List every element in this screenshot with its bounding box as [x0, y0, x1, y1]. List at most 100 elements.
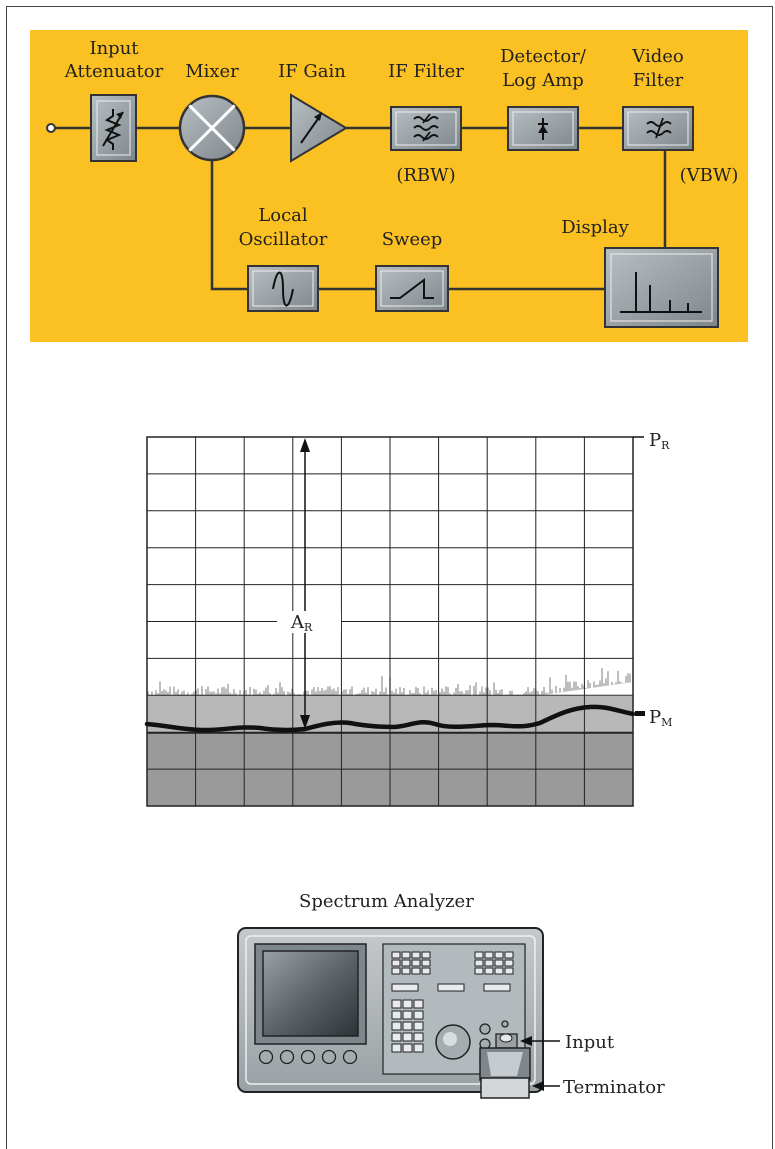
ref-level-label: PR	[649, 430, 670, 452]
range-label: AR	[290, 612, 313, 634]
keypad-key	[391, 999, 402, 1009]
front-knob	[258, 1049, 274, 1065]
keypad-key	[483, 983, 511, 992]
video-filter-label-2: Filter	[633, 70, 684, 91]
mixer-icon	[178, 94, 246, 162]
keypad-key	[494, 951, 504, 959]
terminator-label: Terminator	[563, 1077, 665, 1098]
variable-resistor-icon	[104, 109, 122, 150]
keypad-key	[504, 951, 514, 959]
video-filter-block	[622, 106, 694, 151]
local-oscillator-label-1: Local	[258, 205, 308, 226]
if-filter-block	[390, 106, 462, 151]
keypad-key	[494, 959, 504, 967]
averaged-trace	[144, 704, 636, 733]
keypad-key	[401, 967, 411, 975]
keypad-key	[413, 1043, 424, 1053]
screen-border	[146, 436, 634, 807]
keypad	[391, 951, 514, 1053]
input-attenuator-label-1: Input	[89, 38, 139, 59]
keypad-key	[494, 967, 504, 975]
keypad-key	[411, 951, 421, 959]
keypad-key	[421, 959, 431, 967]
keypad-key	[484, 967, 494, 975]
keypad-key	[391, 951, 401, 959]
keypad-key	[402, 1043, 413, 1053]
keypad-key	[474, 967, 484, 975]
keypad-key	[391, 1043, 402, 1053]
keypad-key	[504, 967, 514, 975]
keypad-key	[391, 967, 401, 975]
if-gain-label: IF Gain	[278, 61, 346, 82]
display-label: Display	[561, 217, 629, 238]
screen-diagram: AR PR PM	[144, 430, 672, 807]
terminator-pointer	[532, 1081, 560, 1091]
detector-block	[507, 106, 579, 151]
keypad-key	[401, 959, 411, 967]
input-port-icon	[46, 123, 56, 133]
keypad-key	[413, 1021, 424, 1031]
keypad-key	[484, 951, 494, 959]
keypad-key	[402, 1021, 413, 1031]
keypad-key	[484, 959, 494, 967]
front-knob	[279, 1049, 295, 1065]
analyzer-illustration: Spectrum Analyzer	[237, 891, 665, 1099]
analyzer-title: Spectrum Analyzer	[299, 891, 474, 912]
keypad-key	[391, 1032, 402, 1042]
keypad-key	[413, 999, 424, 1009]
block-diagram: Input Attenuator Mixer IF Gain IF Filter…	[30, 30, 748, 342]
detector-label-2: Log Amp	[502, 70, 584, 91]
keypad-key	[402, 999, 413, 1009]
ramp-icon	[390, 278, 434, 299]
keypad-key	[391, 1021, 402, 1031]
mixer-label: Mixer	[185, 61, 239, 82]
input-pointer	[520, 1036, 560, 1046]
keypad-key	[437, 983, 465, 992]
keypad-key	[401, 951, 411, 959]
keypad-key	[413, 1010, 424, 1020]
spectrum-display-icon	[620, 272, 702, 313]
display-block	[604, 247, 719, 328]
video-filter-label-1: Video	[631, 46, 683, 67]
keypad-key	[391, 1010, 402, 1020]
rbw-label: (RBW)	[396, 165, 455, 186]
front-knob	[321, 1049, 337, 1065]
keypad-key	[474, 959, 484, 967]
keypad-key	[391, 983, 419, 992]
detector-label-1: Detector/	[500, 46, 587, 67]
amplifier-icon	[290, 93, 348, 163]
range-arrow: AR	[277, 438, 341, 729]
if-filter-label: IF Filter	[388, 61, 464, 82]
signal-wires	[55, 126, 667, 291]
input-label: Input	[565, 1032, 615, 1053]
front-knob	[342, 1049, 358, 1065]
page-frame	[6, 6, 773, 1149]
graticule	[147, 437, 633, 806]
measured-level-label: PM	[649, 707, 672, 729]
keypad-key	[421, 967, 431, 975]
keypad-key	[411, 967, 421, 975]
keypad-key	[402, 1032, 413, 1042]
front-panel-knobs	[258, 1049, 358, 1065]
diode-icon	[538, 118, 548, 140]
input-attenuator-label-2: Attenuator	[64, 61, 164, 82]
input-connector	[495, 1033, 518, 1049]
lowpass-filter-icon	[646, 117, 672, 139]
sweep-label: Sweep	[382, 229, 443, 250]
local-oscillator-block	[247, 265, 319, 312]
keypad-key	[421, 951, 431, 959]
attenuator-block	[90, 94, 137, 162]
front-knob	[300, 1049, 316, 1065]
keypad-key	[402, 1010, 413, 1020]
keypad-key	[474, 951, 484, 959]
keypad-key	[504, 959, 514, 967]
analyzer-screen	[262, 950, 359, 1037]
sine-wave-icon	[272, 271, 294, 307]
sweep-block	[375, 265, 449, 312]
keypad-key	[411, 959, 421, 967]
measured-level-tick	[635, 711, 645, 716]
terminator-icon	[479, 1047, 531, 1099]
keypad-key	[391, 959, 401, 967]
vbw-label: (VBW)	[680, 165, 739, 186]
